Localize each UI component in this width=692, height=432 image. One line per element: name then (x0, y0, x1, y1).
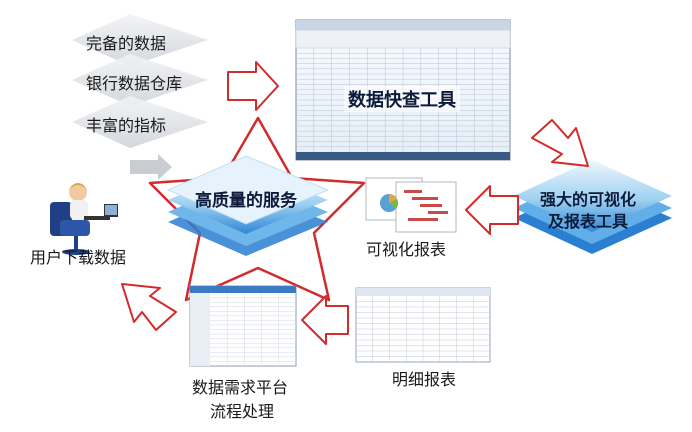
platform-label-line1: 数据需求平台 (192, 378, 289, 397)
visual-report-thumbnail (365, 177, 457, 233)
user-figure (50, 183, 118, 255)
arrow-to-platform (301, 295, 349, 345)
center-service-stack (166, 155, 330, 256)
query-tool-label: 数据快查工具 (344, 86, 460, 112)
detail-report-thumbnail (355, 287, 491, 363)
source-label-rich-metrics: 丰富的指标 (86, 116, 167, 135)
arrow-to-visual-report (465, 185, 519, 235)
data-source-stack (72, 14, 208, 148)
platform-label-line2: 流程处理 (210, 402, 275, 421)
center-service-label: 高质量的服务 (195, 191, 297, 211)
source-label-complete-data: 完备的数据 (86, 34, 167, 53)
bi-tool-stack (514, 160, 672, 254)
arrow-to-user (121, 283, 177, 331)
arrow-to-bi-tool (531, 119, 589, 167)
bi-tool-label-line1: 强大的可视化 (540, 190, 637, 209)
arrow-to-query-tool (227, 61, 279, 111)
bi-tool-label-line2: 及报表工具 (548, 212, 629, 231)
visual-report-label: 可视化报表 (366, 240, 447, 259)
platform-screenshot (189, 285, 297, 367)
source-label-bank-warehouse: 银行数据仓库 (86, 74, 183, 93)
gray-connector-arrow (130, 154, 172, 180)
user-download-label: 用户下载数据 (30, 248, 127, 267)
detail-report-label: 明细报表 (392, 370, 457, 389)
